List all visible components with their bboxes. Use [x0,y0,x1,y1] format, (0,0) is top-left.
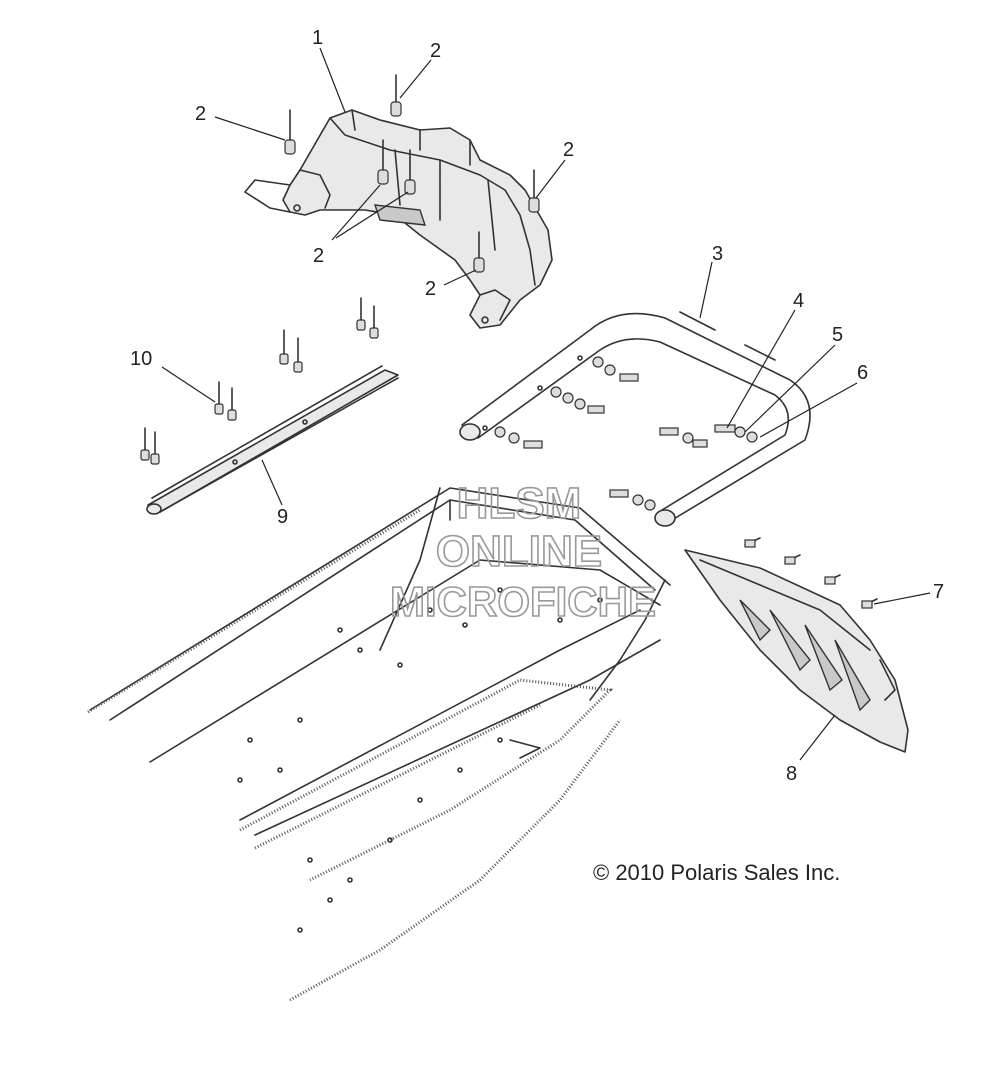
hardware-row [714,424,758,443]
callout-6: 6 [857,362,868,384]
rivets-rail [140,297,379,465]
callout-4: 4 [793,290,804,312]
hardware-row [609,489,656,511]
callout-10: 10 [130,348,152,370]
callout-3: 3 [712,243,723,265]
callout-2: 2 [430,40,441,62]
push-rivets-top [284,74,540,273]
callout-2: 2 [313,245,324,267]
callout-2: 2 [563,139,574,161]
watermark-line-3: MICROFICHE [390,578,656,625]
hardware-row [592,356,639,382]
hardware-row [659,427,708,448]
leader-lines [161,47,931,761]
grab-bar-part [459,311,811,527]
callout-9: 9 [277,506,288,528]
rivet [377,139,389,185]
flap-rivets [744,537,878,609]
rivet [284,109,296,155]
watermark-line-1: HLSM [457,479,582,528]
hardware-row [550,386,605,414]
hardware-row [494,426,543,449]
tunnel-frame [87,487,671,1002]
bolt-washer-set [494,356,758,511]
callout-8: 8 [786,763,797,785]
watermark-line-2: ONLINE [436,527,602,576]
rivet [473,231,485,273]
copyright-text: © 2010 Polaris Sales Inc. [593,860,840,885]
callout-2: 2 [195,103,206,125]
watermark: HLSM ONLINE MICROFICHE [389,478,657,626]
snow-flap-part [684,549,909,753]
rivet [390,74,402,117]
rivet [528,169,540,213]
callout-labels: 1 2 2 2 2 2 3 4 5 6 7 8 9 10 [130,27,944,785]
rivet [404,149,416,195]
callout-7: 7 [933,581,944,603]
tunnel-holes [237,587,603,933]
callout-1: 1 [312,27,323,49]
rail-strip-part [146,365,399,515]
callout-2: 2 [425,278,436,300]
bumper-cover-part [244,109,553,329]
callout-5: 5 [832,324,843,346]
